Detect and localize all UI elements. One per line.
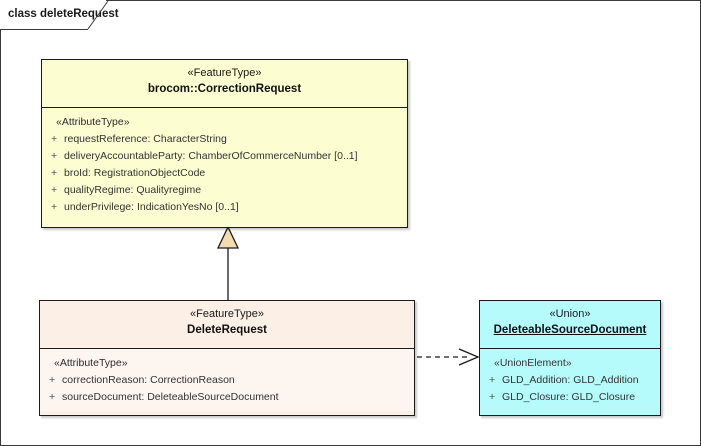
attribute-label: deliveryAccountableParty: ChamberOfComme… <box>64 150 358 162</box>
attribute-visibility: + <box>489 374 496 386</box>
attribute-row[interactable]: + broId: RegistrationObjectCode <box>42 165 403 182</box>
compartment-stereotype: «AttributeType» <box>54 357 128 369</box>
attribute-label: GLD_Closure: GLD_Closure <box>502 391 636 403</box>
attribute-compartment-deleteable-source-document: «UnionElement» + GLD_Addition: GLD_Addit… <box>480 349 660 411</box>
attribute-row[interactable]: + GLD_Addition: GLD_Addition <box>480 372 656 389</box>
class-stereotype: «FeatureType» <box>187 67 262 79</box>
attribute-label: sourceDocument: DeleteableSourceDocument <box>62 391 279 403</box>
attribute-compartment-delete-request: «AttributeType» + correctionReason: Corr… <box>40 349 414 411</box>
diagram-frame-left <box>0 0 1 446</box>
class-box-deleteable-source-document[interactable]: «Union» DeleteableSourceDocument «UnionE… <box>479 300 661 416</box>
attribute-visibility: + <box>489 391 496 403</box>
dependency-connector <box>417 348 480 366</box>
attribute-compartment-correction-request: «AttributeType» + requestReference: Char… <box>42 108 407 221</box>
attribute-visibility: + <box>51 184 58 196</box>
class-name: DeleteableSourceDocument <box>493 324 647 336</box>
attribute-row[interactable]: + sourceDocument: DeleteableSourceDocume… <box>40 389 410 406</box>
attribute-label: requestReference: CharacterString <box>64 133 227 145</box>
attribute-visibility: + <box>51 201 58 213</box>
attribute-label: correctionReason: CorrectionReason <box>62 374 235 386</box>
attribute-row[interactable]: + underPrivilege: IndicationYesNo [0..1] <box>42 199 403 216</box>
attribute-visibility: + <box>51 133 58 145</box>
attribute-label: qualityRegime: Qualityregime <box>64 184 202 196</box>
attribute-label: GLD_Addition: GLD_Addition <box>502 374 639 386</box>
diagram-title-tab-underline <box>0 29 88 30</box>
class-name: brocom::CorrectionRequest <box>147 83 302 95</box>
attribute-row[interactable]: + deliveryAccountableParty: ChamberOfCom… <box>42 148 403 165</box>
attribute-row[interactable]: + correctionReason: CorrectionReason <box>40 372 410 389</box>
attribute-row[interactable]: + requestReference: CharacterString <box>42 131 403 148</box>
attribute-visibility: + <box>49 374 56 386</box>
class-box-delete-request[interactable]: «FeatureType» DeleteRequest «AttributeTy… <box>39 300 415 416</box>
compartment-stereotype: «UnionElement» <box>494 357 572 369</box>
attribute-visibility: + <box>51 150 58 162</box>
class-stereotype: «FeatureType» <box>190 308 264 320</box>
class-header-deleteable-source-document: «Union» DeleteableSourceDocument <box>480 301 660 349</box>
class-box-correction-request[interactable]: «FeatureType» brocom::CorrectionRequest … <box>41 59 408 228</box>
attribute-label: underPrivilege: IndicationYesNo [0..1] <box>64 201 239 213</box>
class-header-correction-request: «FeatureType» brocom::CorrectionRequest <box>42 60 407 108</box>
attribute-row[interactable]: + qualityRegime: Qualityregime <box>42 182 403 199</box>
compartment-stereotype: «AttributeType» <box>56 116 130 128</box>
attribute-visibility: + <box>51 167 58 179</box>
attribute-row[interactable]: + GLD_Closure: GLD_Closure <box>480 389 656 406</box>
class-name: DeleteRequest <box>187 324 267 336</box>
class-header-delete-request: «FeatureType» DeleteRequest <box>40 301 414 349</box>
diagram-frame-top <box>0 0 701 1</box>
attribute-visibility: + <box>49 391 56 403</box>
class-stereotype: «Union» <box>549 308 591 320</box>
generalization-connector <box>216 225 240 300</box>
diagram-title-tab: class deleteRequest <box>0 0 119 29</box>
attribute-label: broId: RegistrationObjectCode <box>64 167 206 179</box>
diagram-title-tab-corner <box>87 0 109 30</box>
